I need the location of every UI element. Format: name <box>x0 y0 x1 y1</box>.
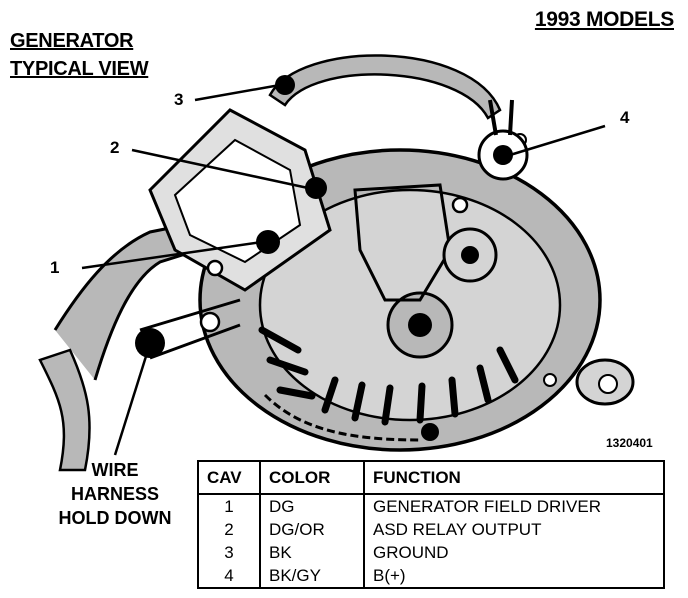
leader-line-3 <box>194 83 281 102</box>
callout-2: 2 <box>110 138 120 157</box>
cell-function: ASD RELAY OUTPUT <box>363 518 665 541</box>
brace-arm <box>353 183 452 302</box>
cell-function: GROUND <box>363 541 665 564</box>
cooling-slots <box>258 326 519 426</box>
leader-line-4 <box>509 124 606 157</box>
table-header-row: CAV COLOR FUNCTION <box>197 460 665 495</box>
terminal-4-nut <box>493 145 513 165</box>
terminal-3-stud <box>275 75 295 95</box>
hold-down-clip <box>135 328 165 358</box>
cell-cav: 2 <box>197 518 261 541</box>
rear-mount-hole <box>598 374 618 394</box>
cell-color: DG/OR <box>259 518 365 541</box>
diagram-subtitle: TYPICAL VIEW <box>10 58 149 80</box>
housing-bolt <box>451 196 469 214</box>
top-cable <box>268 54 502 120</box>
cell-function: GENERATOR FIELD DRIVER <box>363 494 665 518</box>
figure-number: 1320401 <box>606 436 653 450</box>
leader-line-2 <box>131 148 309 190</box>
cell-color: BK/GY <box>259 564 365 589</box>
table-row: 2 DG/OR ASD RELAY OUTPUT <box>197 518 665 541</box>
wire-harness-lower <box>38 348 91 472</box>
terminal-2-connector <box>305 177 327 199</box>
callout-4: 4 <box>620 108 630 127</box>
cell-color: DG <box>259 494 365 518</box>
cell-cav: 1 <box>197 494 261 518</box>
callout-1: 1 <box>50 258 60 277</box>
cell-color: BK <box>259 541 365 564</box>
header-color: COLOR <box>259 460 365 495</box>
table-row: 1 DG GENERATOR FIELD DRIVER <box>197 494 665 518</box>
header-function: FUNCTION <box>363 460 665 495</box>
harness-label-line: WIRE <box>91 460 139 480</box>
harness-label-line: HOLD DOWN <box>58 508 172 528</box>
diagram-title: GENERATOR <box>10 30 134 52</box>
connector-pinout-table: CAV COLOR FUNCTION 1 DG GENERATOR FIELD … <box>197 460 665 589</box>
terminal-4-lead <box>488 99 514 136</box>
terminal-1-connector <box>256 230 280 254</box>
cell-cav: 3 <box>197 541 261 564</box>
cell-function: B(+) <box>363 564 665 589</box>
hold-down-strap <box>139 298 241 360</box>
mounting-bolt <box>461 246 479 264</box>
leader-line-1 <box>81 240 263 270</box>
model-year-title: 1993 MODELS <box>534 8 674 31</box>
housing-bolt <box>199 311 221 333</box>
housing-bolt <box>206 259 224 277</box>
header-cav: CAV <box>197 460 261 495</box>
cell-cav: 4 <box>197 564 261 589</box>
housing-bolt <box>543 373 557 387</box>
housing-bolt <box>421 423 439 441</box>
callout-3: 3 <box>174 90 184 109</box>
harness-label-line: HARNESS <box>70 484 159 504</box>
wire-harness-label: WIRE HARNESS HOLD DOWN <box>40 458 190 530</box>
table-row: 4 BK/GY B(+) <box>197 564 665 589</box>
table-row: 3 BK GROUND <box>197 541 665 564</box>
center-nut <box>408 313 432 337</box>
fan-ribs <box>263 393 421 442</box>
leader-line-harness <box>113 349 150 456</box>
